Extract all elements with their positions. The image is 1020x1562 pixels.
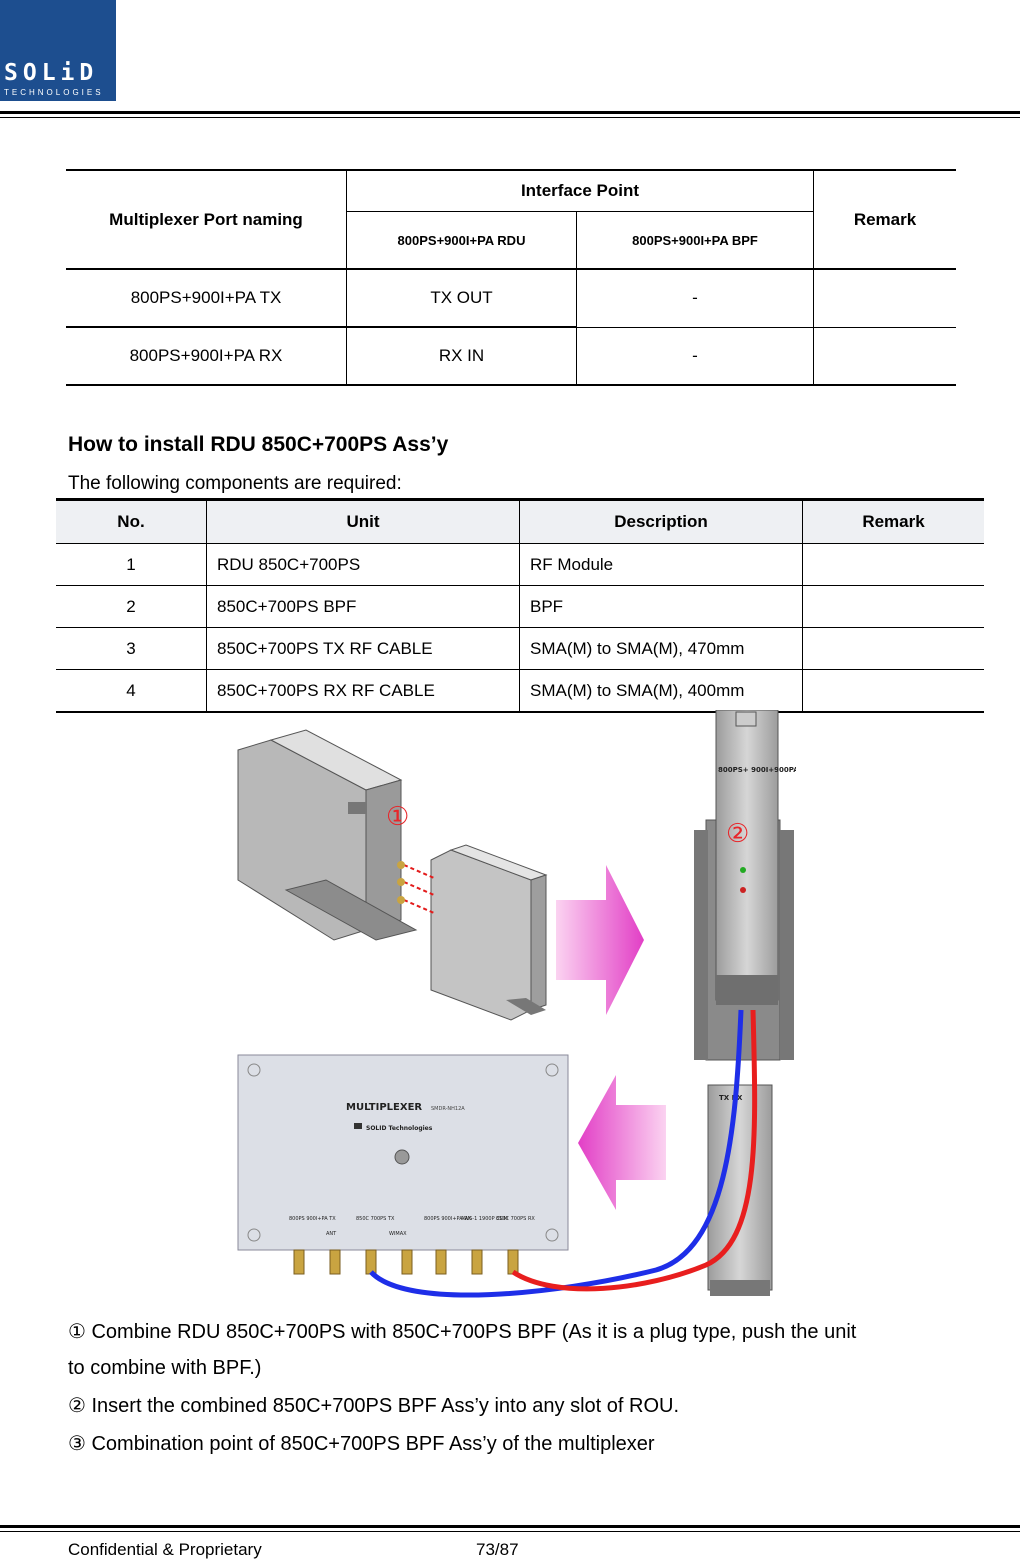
col-rdu-header: 800PS+900I+PA RDU xyxy=(346,211,577,270)
remark-cell xyxy=(802,669,984,713)
mux-port-label: 850C 700PS RX xyxy=(496,1216,535,1222)
rdu-module-drawing xyxy=(237,729,418,941)
mux-title: MULTIPLEXER xyxy=(346,1102,422,1113)
footer-confidential: Confidential & Proprietary xyxy=(68,1540,262,1559)
port-cell: 800PS+900I+PA TX xyxy=(66,269,347,328)
header-rule-thin xyxy=(0,117,1020,118)
interface-point-table: Multiplexer Port naming Interface Point … xyxy=(66,169,956,386)
company-logo: SOLiD TECHNOLOGIES xyxy=(0,0,116,101)
col-port-header: Multiplexer Port naming xyxy=(66,169,347,270)
desc-cell: SMA(M) to SMA(M), 470mm xyxy=(519,627,803,670)
rou-rack-drawing: 800PS+ 900I+900PA TX RX xyxy=(694,710,796,1296)
mux-brand: SOLID Technologies xyxy=(366,1125,433,1132)
no-cell: 1 xyxy=(56,543,207,586)
unit-cell: RDU 850C+700PS xyxy=(206,543,520,586)
col-bpf-header: 800PS+900I+PA BPF xyxy=(576,211,814,270)
components-table: No. Unit Description Remark 1 RDU 850C+7… xyxy=(56,498,984,713)
remark-cell xyxy=(813,327,956,386)
callout-1: ① xyxy=(386,802,409,832)
remark-cell xyxy=(802,627,984,670)
desc-cell: BPF xyxy=(519,585,803,628)
col-unit-header: Unit xyxy=(206,498,520,544)
table-row: 2 850C+700PS BPF BPF xyxy=(56,585,984,628)
mux-port-label: AWS-1 1900P COM xyxy=(461,1216,508,1222)
bpf-module-drawing xyxy=(430,844,548,1021)
footer-rule xyxy=(0,1525,1020,1528)
rdu-cell: TX OUT xyxy=(346,269,577,328)
bpf-front-label: TX RX xyxy=(719,1094,743,1102)
installation-figure: ① ③ 800PS+ 900I+900PA TX RX ② MULTIPLEXE… xyxy=(237,710,796,1298)
col-interface-header: Interface Point xyxy=(346,169,814,212)
no-cell: 3 xyxy=(56,627,207,670)
no-cell: 2 xyxy=(56,585,207,628)
logo-word: SOLiD xyxy=(4,60,99,86)
bpf-cell: - xyxy=(576,269,814,328)
unit-cell: 850C+700PS BPF xyxy=(206,585,520,628)
unit-cell: 850C+700PS RX RF CABLE xyxy=(206,669,520,713)
mux-port-label: ANT xyxy=(326,1231,337,1237)
section-heading: How to install RDU 850C+700PS Ass’y xyxy=(68,433,449,456)
rdu-cell: RX IN xyxy=(346,327,577,386)
rdu-front-label: 800PS+ 900I+900PA xyxy=(718,766,796,774)
col-no-header: No. xyxy=(56,498,207,544)
section-intro: The following components are required: xyxy=(68,473,402,494)
remark-cell xyxy=(802,543,984,586)
arrow-left-icon xyxy=(578,1075,666,1210)
bpf-cell: - xyxy=(576,327,814,386)
rx-cable xyxy=(511,1009,758,1292)
port-cell: 800PS+900I+PA RX xyxy=(66,327,347,386)
tx-cable xyxy=(369,1009,744,1298)
mux-model: SMDR-NH12A xyxy=(431,1106,465,1112)
mux-port-label: WIMAX xyxy=(389,1231,407,1237)
step-1: ① Combine RDU 850C+700PS with 850C+700PS… xyxy=(68,1321,857,1343)
table-row: 3 850C+700PS TX RF CABLE SMA(M) to SMA(M… xyxy=(56,627,984,670)
no-cell: 4 xyxy=(56,669,207,713)
col-desc-header: Description xyxy=(519,498,803,544)
mux-port-label: 850C 700PS TX xyxy=(356,1216,395,1222)
desc-cell: RF Module xyxy=(519,543,803,586)
logo-subtitle: TECHNOLOGIES xyxy=(4,88,104,97)
step-1-continued: to combine with BPF.) xyxy=(68,1357,262,1379)
arrow-right-icon xyxy=(556,865,644,1015)
col-remark-header: Remark xyxy=(813,169,956,270)
callout-2: ② xyxy=(726,819,749,849)
step-3: ③ Combination point of 850C+700PS BPF As… xyxy=(68,1433,655,1455)
remark-cell xyxy=(802,585,984,628)
mux-port-label: 800PS 900I+PA RX xyxy=(424,1216,472,1222)
multiplexer-drawing: MULTIPLEXER SMDR-NH12A SOLID Technologie… xyxy=(237,1054,569,1275)
footer-rule-thin xyxy=(0,1531,1020,1532)
step-2: ② Insert the combined 850C+700PS BPF Ass… xyxy=(68,1395,680,1417)
table-row: 800PS+900I+PA TX TX OUT - xyxy=(66,269,956,328)
unit-cell: 850C+700PS TX RF CABLE xyxy=(206,627,520,670)
mux-port-label: 800PS 900I+PA TX xyxy=(289,1216,336,1222)
table-row: 4 850C+700PS RX RF CABLE SMA(M) to SMA(M… xyxy=(56,669,984,713)
desc-cell: SMA(M) to SMA(M), 400mm xyxy=(519,669,803,713)
footer-page-number: 73/87 xyxy=(476,1540,519,1559)
table-row: 800PS+900I+PA RX RX IN - xyxy=(66,327,956,386)
connector-lines xyxy=(397,861,435,914)
header-rule xyxy=(0,111,1020,114)
table-row: 1 RDU 850C+700PS RF Module xyxy=(56,543,984,586)
col-remark-header: Remark xyxy=(802,498,984,544)
remark-cell xyxy=(813,269,956,328)
